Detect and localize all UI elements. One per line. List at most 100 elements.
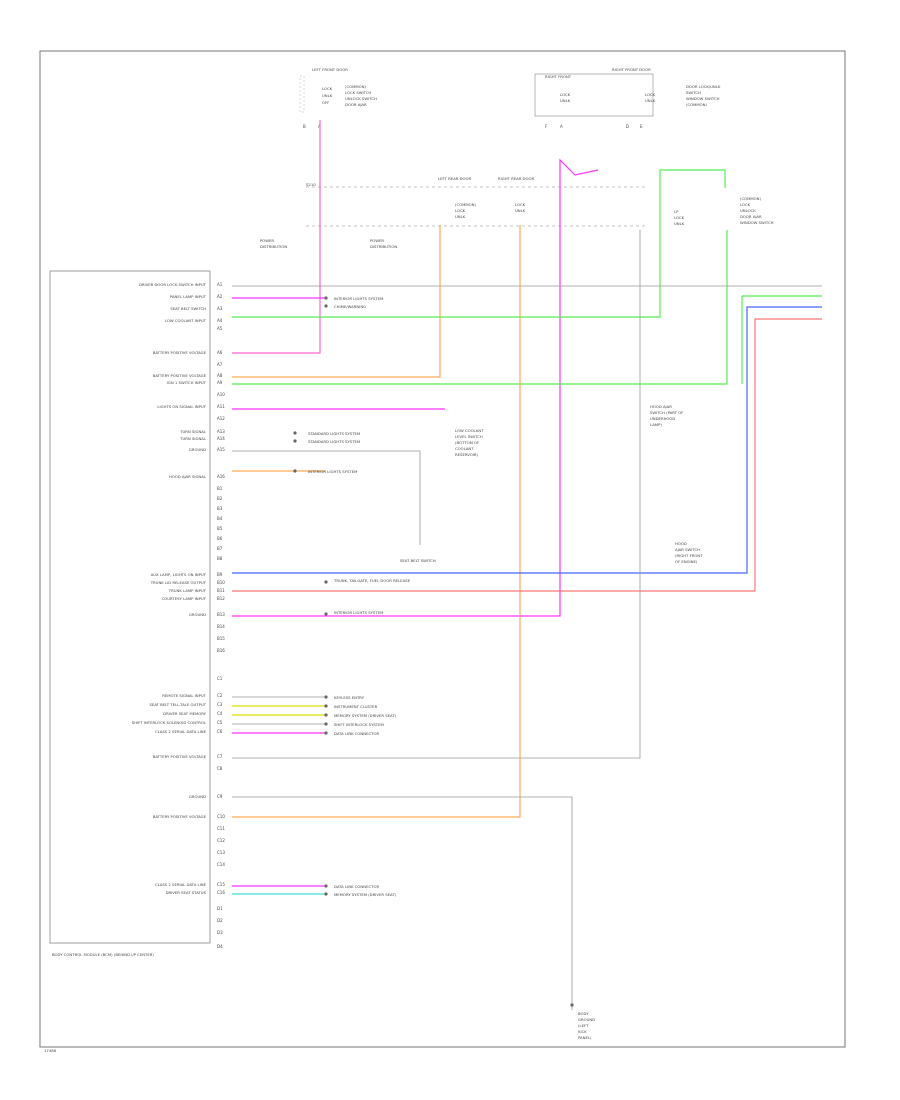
- svg-text:A13: A13: [217, 429, 225, 434]
- wire-green: [232, 169, 822, 385]
- svg-text:A15: A15: [217, 447, 225, 452]
- svg-text:(LEFT: (LEFT: [578, 1023, 589, 1028]
- svg-text:LOW COOLANT: LOW COOLANT: [455, 428, 484, 433]
- svg-text:A3: A3: [217, 306, 223, 311]
- svg-text:(BOTTOM OF: (BOTTOM OF: [455, 440, 479, 445]
- svg-text:SEAT BELT SWITCH: SEAT BELT SWITCH: [400, 558, 436, 563]
- svg-text:UNLK: UNLK: [455, 214, 466, 219]
- svg-text:RIGHT REAR DOOR: RIGHT REAR DOOR: [498, 176, 534, 181]
- svg-text:C15: C15: [217, 882, 225, 887]
- svg-text:INTERIOR LIGHTS SYSTEM: INTERIOR LIGHTS SYSTEM: [334, 610, 383, 615]
- svg-text:LOCK: LOCK: [322, 86, 333, 91]
- svg-text:POWER: POWER: [260, 238, 274, 243]
- svg-text:C2: C2: [217, 693, 223, 698]
- svg-text:DOOR LOCK/UNLK: DOOR LOCK/UNLK: [686, 84, 721, 89]
- svg-text:RIGHT FRONT DOOR: RIGHT FRONT DOOR: [612, 67, 651, 72]
- svg-text:BODY: BODY: [578, 1011, 589, 1016]
- svg-text:UNLK: UNLK: [645, 98, 656, 103]
- svg-text:SHIFT INTERLOCK SYSTEM: SHIFT INTERLOCK SYSTEM: [334, 722, 384, 727]
- svg-text:SEAT BELT SWITCH: SEAT BELT SWITCH: [170, 306, 206, 311]
- svg-text:LOCK: LOCK: [455, 208, 466, 213]
- svg-text:INTERIOR LIGHTS SYSTEM: INTERIOR LIGHTS SYSTEM: [308, 469, 357, 474]
- bcm-pin-labels: DRIVER DOOR LOCK SWITCH INPUT PANEL LAMP…: [132, 282, 207, 895]
- svg-text:B14: B14: [217, 624, 225, 629]
- svg-text:DRIVER SEAT MEMORY: DRIVER SEAT MEMORY: [163, 711, 206, 716]
- svg-text:LEFT FRONT DOOR: LEFT FRONT DOOR: [312, 67, 348, 72]
- svg-text:A8: A8: [217, 373, 223, 378]
- svg-text:C5: C5: [217, 720, 223, 725]
- svg-text:LEVEL SWITCH: LEVEL SWITCH: [455, 434, 483, 439]
- svg-text:LOCK: LOCK: [560, 92, 571, 97]
- svg-text:AJAR SWITCH: AJAR SWITCH: [675, 547, 700, 552]
- svg-text:WINDOW SWITCH: WINDOW SWITCH: [740, 220, 774, 225]
- svg-text:HOOD AJAR SIGNAL: HOOD AJAR SIGNAL: [169, 474, 207, 479]
- svg-text:DRIVER DOOR LOCK SWITCH INPUT: DRIVER DOOR LOCK SWITCH INPUT: [139, 282, 207, 287]
- svg-text:LEFT REAR DOOR: LEFT REAR DOOR: [438, 176, 472, 181]
- svg-text:BODY CONTROL MODULE (BCM) (BEH: BODY CONTROL MODULE (BCM) (BEHIND I/P CE…: [52, 952, 154, 957]
- svg-text:C4: C4: [217, 711, 223, 716]
- svg-text:CHIME/WARNING: CHIME/WARNING: [334, 304, 366, 309]
- svg-text:HOOD AJAR: HOOD AJAR: [650, 404, 672, 409]
- svg-text:UNLK: UNLK: [322, 93, 333, 98]
- svg-text:GROUND: GROUND: [189, 612, 206, 617]
- svg-text:LOCK: LOCK: [515, 202, 526, 207]
- svg-text:DATA LINK CONNECTOR: DATA LINK CONNECTOR: [334, 731, 379, 736]
- svg-text:A: A: [560, 124, 563, 129]
- svg-text:D4: D4: [217, 944, 223, 949]
- right-front-door-connector: RIGHT FRONT RIGHT FRONT DOOR LOCK UNLK L…: [534, 67, 721, 129]
- svg-text:A10: A10: [217, 392, 225, 397]
- connector-dots: [293, 296, 574, 1007]
- svg-text:COURTESY LAMP INPUT: COURTESY LAMP INPUT: [162, 596, 207, 601]
- svg-text:A11: A11: [217, 404, 225, 409]
- svg-text:UNLOCK: UNLOCK: [740, 208, 756, 213]
- svg-text:CLASS 2 SERIAL DATA LINE: CLASS 2 SERIAL DATA LINE: [155, 729, 207, 734]
- wire-yellow: [232, 705, 325, 716]
- svg-text:B5: B5: [217, 526, 223, 531]
- wire-blue: [232, 306, 822, 574]
- svg-text:UNLK: UNLK: [515, 208, 526, 213]
- svg-text:SHIFT INTERLOCK SOLENOID CONTR: SHIFT INTERLOCK SOLENOID CONTROL: [132, 720, 207, 725]
- svg-text:B12: B12: [217, 596, 225, 601]
- svg-text:B: B: [303, 124, 306, 129]
- right-side-notes: HOOD AJAR SWITCH (PART OF UNDERHOOD LAMP…: [400, 404, 703, 1040]
- svg-text:A6: A6: [217, 350, 223, 355]
- svg-text:B6: B6: [217, 536, 223, 541]
- body-control-module: BODY CONTROL MODULE (BCM) (BEHIND I/P CE…: [49, 270, 211, 957]
- svg-text:SWITCH (PART OF: SWITCH (PART OF: [650, 410, 683, 415]
- svg-text:B10: B10: [217, 580, 225, 585]
- svg-text:CLASS 2 SERIAL DATA LINE: CLASS 2 SERIAL DATA LINE: [155, 882, 207, 887]
- svg-text:B2: B2: [217, 496, 223, 501]
- svg-text:REMOTE SIGNAL INPUT: REMOTE SIGNAL INPUT: [162, 693, 206, 698]
- svg-text:BATTERY POSITIVE VOLTAGE: BATTERY POSITIVE VOLTAGE: [153, 350, 207, 355]
- diagram-footer-code: 17488: [44, 1048, 57, 1053]
- svg-text:COOLANT: COOLANT: [455, 446, 474, 451]
- left-front-door-connector: LEFT FRONT DOOR LOCK UNLK OFF (COMMON) L…: [299, 67, 377, 129]
- svg-text:SEAT BELT TELL-TALE OUTPUT: SEAT BELT TELL-TALE OUTPUT: [150, 702, 207, 707]
- svg-text:MEMORY SYSTEM (DRIVER SEAT): MEMORY SYSTEM (DRIVER SEAT): [334, 892, 397, 897]
- svg-text:B7: B7: [217, 546, 223, 551]
- svg-text:C9: C9: [217, 794, 223, 799]
- svg-text:STANDARD LIGHTS SYSTEM: STANDARD LIGHTS SYSTEM: [308, 431, 360, 436]
- diagram-frame: [39, 50, 846, 1048]
- svg-text:UNLK: UNLK: [674, 221, 685, 226]
- svg-text:A16: A16: [217, 474, 225, 479]
- svg-text:INSTRUMENT CLUSTER: INSTRUMENT CLUSTER: [334, 704, 378, 709]
- svg-text:C14: C14: [217, 862, 225, 867]
- svg-text:(COMMON): (COMMON): [345, 84, 367, 89]
- svg-text:TRUNK LAMP INPUT: TRUNK LAMP INPUT: [168, 588, 207, 593]
- svg-text:AUX LAMP, LIGHTS ON INPUT: AUX LAMP, LIGHTS ON INPUT: [151, 572, 207, 577]
- svg-text:DATA LINK CONNECTOR: DATA LINK CONNECTOR: [334, 884, 379, 889]
- svg-text:DOOR AJAR: DOOR AJAR: [740, 214, 762, 219]
- svg-text:TRUNK, TAILGATE, FUEL DOOR REL: TRUNK, TAILGATE, FUEL DOOR RELEASE: [333, 578, 411, 583]
- svg-text:LAMP): LAMP): [650, 422, 662, 427]
- svg-text:OFF: OFF: [322, 100, 329, 105]
- svg-text:IGN 1 SWITCH INPUT: IGN 1 SWITCH INPUT: [167, 380, 207, 385]
- svg-text:GROUND: GROUND: [578, 1017, 595, 1022]
- svg-text:D1: D1: [217, 906, 223, 911]
- svg-text:BATTERY POSITIVE VOLTAGE: BATTERY POSITIVE VOLTAGE: [153, 814, 207, 819]
- svg-text:TURN SIGNAL: TURN SIGNAL: [179, 429, 207, 434]
- svg-text:F: F: [545, 124, 548, 129]
- svg-text:S210: S210: [306, 182, 316, 187]
